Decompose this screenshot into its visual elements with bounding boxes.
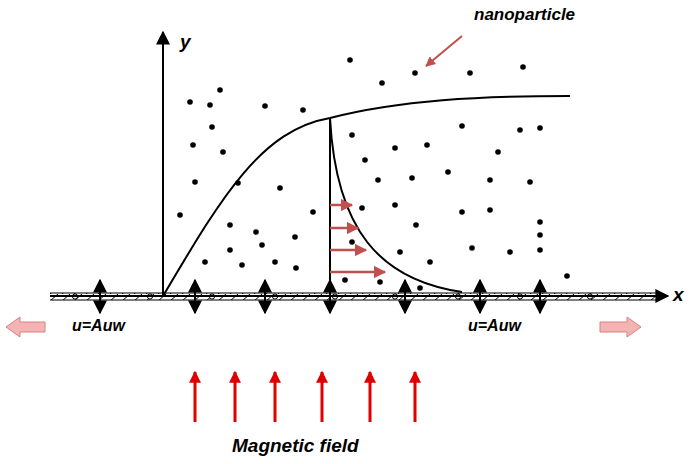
nanoparticle-dot [507, 249, 513, 255]
nanoparticle-dot [392, 202, 398, 208]
nanoparticle-dot [445, 169, 451, 175]
velocity-label: u=Auw [72, 318, 125, 334]
field-arrow [194, 372, 197, 422]
nanoparticle-dot [190, 142, 196, 148]
nanoparticle-dot [412, 70, 418, 76]
nanoparticle-dot [564, 273, 570, 279]
nanoparticle-dot [537, 125, 543, 131]
nanoparticle-dot [207, 102, 213, 108]
nanoparticle-dot [359, 205, 365, 211]
nanoparticle-dot [253, 229, 259, 235]
nanoparticle-label: nanoparticle [474, 6, 575, 23]
y-axis [162, 32, 164, 296]
nanoparticle-dot [209, 124, 215, 130]
nanoparticle-dot [377, 279, 383, 285]
nanoparticle-dot [292, 234, 298, 240]
nanoparticle-dot [262, 103, 268, 109]
nanoparticle-dot [537, 247, 543, 253]
nanoparticle-dot [272, 259, 278, 265]
nanoparticle-dot [187, 99, 193, 105]
nanoparticle-dot [227, 222, 233, 228]
axis-label: y [180, 32, 191, 51]
nanoparticle-dot [424, 142, 430, 148]
nanoparticle-dot [277, 185, 283, 191]
profile-axis [329, 118, 331, 296]
nanoparticle-dot [409, 175, 415, 181]
nanoparticle-dot [310, 209, 316, 215]
nanoparticle-dot [362, 157, 368, 163]
field-arrow [274, 372, 277, 422]
boundary-layer-edge [163, 96, 570, 296]
x-axis [50, 295, 668, 297]
field-arrow [234, 372, 237, 422]
nanoparticle-dot [413, 222, 419, 228]
nanoparticle-dot [202, 259, 208, 265]
nanoparticle-dot [537, 219, 543, 225]
nanoparticle-dot [293, 265, 299, 271]
field-label: Magnetic field [232, 436, 359, 455]
nanoparticle-dot [459, 123, 465, 129]
nanoparticle-dot [349, 132, 355, 138]
nanoparticle-dot [177, 212, 183, 218]
nanoparticle-dot [417, 285, 423, 291]
nanoparticle-dot [467, 70, 473, 76]
nanoparticle-dot [217, 87, 223, 93]
nanoparticle-dot [469, 245, 475, 251]
nanoparticle-dot [487, 207, 493, 213]
nanoparticle-dot [239, 262, 245, 268]
nanoparticle-dot [495, 149, 501, 155]
nanoparticle-dot [537, 232, 543, 238]
field-arrow [369, 372, 372, 422]
nanoparticle-dot [342, 277, 348, 283]
magnetic-field-arrows [195, 372, 415, 422]
nanoparticle-dot [379, 80, 385, 86]
nanoparticle-dot [459, 209, 465, 215]
nanoparticle-dot [192, 179, 198, 185]
velocity-label: u=Auw [468, 318, 521, 334]
leader-arrow [426, 36, 462, 66]
velocity-profile [330, 118, 462, 292]
nanoparticle-dot [517, 127, 523, 133]
stretch-arrow-left [6, 317, 45, 337]
nanoparticle-dot [427, 259, 433, 265]
nanoparticle-dot [527, 179, 533, 185]
nanoparticle-dot [397, 249, 403, 255]
nanoparticle-dot [392, 145, 398, 151]
axis-label: x [673, 285, 684, 304]
nanoparticle-dot [349, 239, 355, 245]
nanoparticle-dot [520, 64, 526, 70]
nanoparticle-dot [347, 57, 353, 63]
field-arrow [414, 372, 417, 422]
nanoparticle-dot [220, 149, 226, 155]
velocity-arrows [330, 205, 385, 272]
nanoparticle-dot [227, 247, 233, 253]
field-arrow [321, 372, 324, 422]
nanoparticle-dot [300, 107, 306, 113]
nanoparticle-dot [375, 177, 381, 183]
stretch-arrow-right [600, 317, 641, 337]
nanoparticle-dot [259, 242, 265, 248]
nanoparticle-dot [487, 177, 493, 183]
